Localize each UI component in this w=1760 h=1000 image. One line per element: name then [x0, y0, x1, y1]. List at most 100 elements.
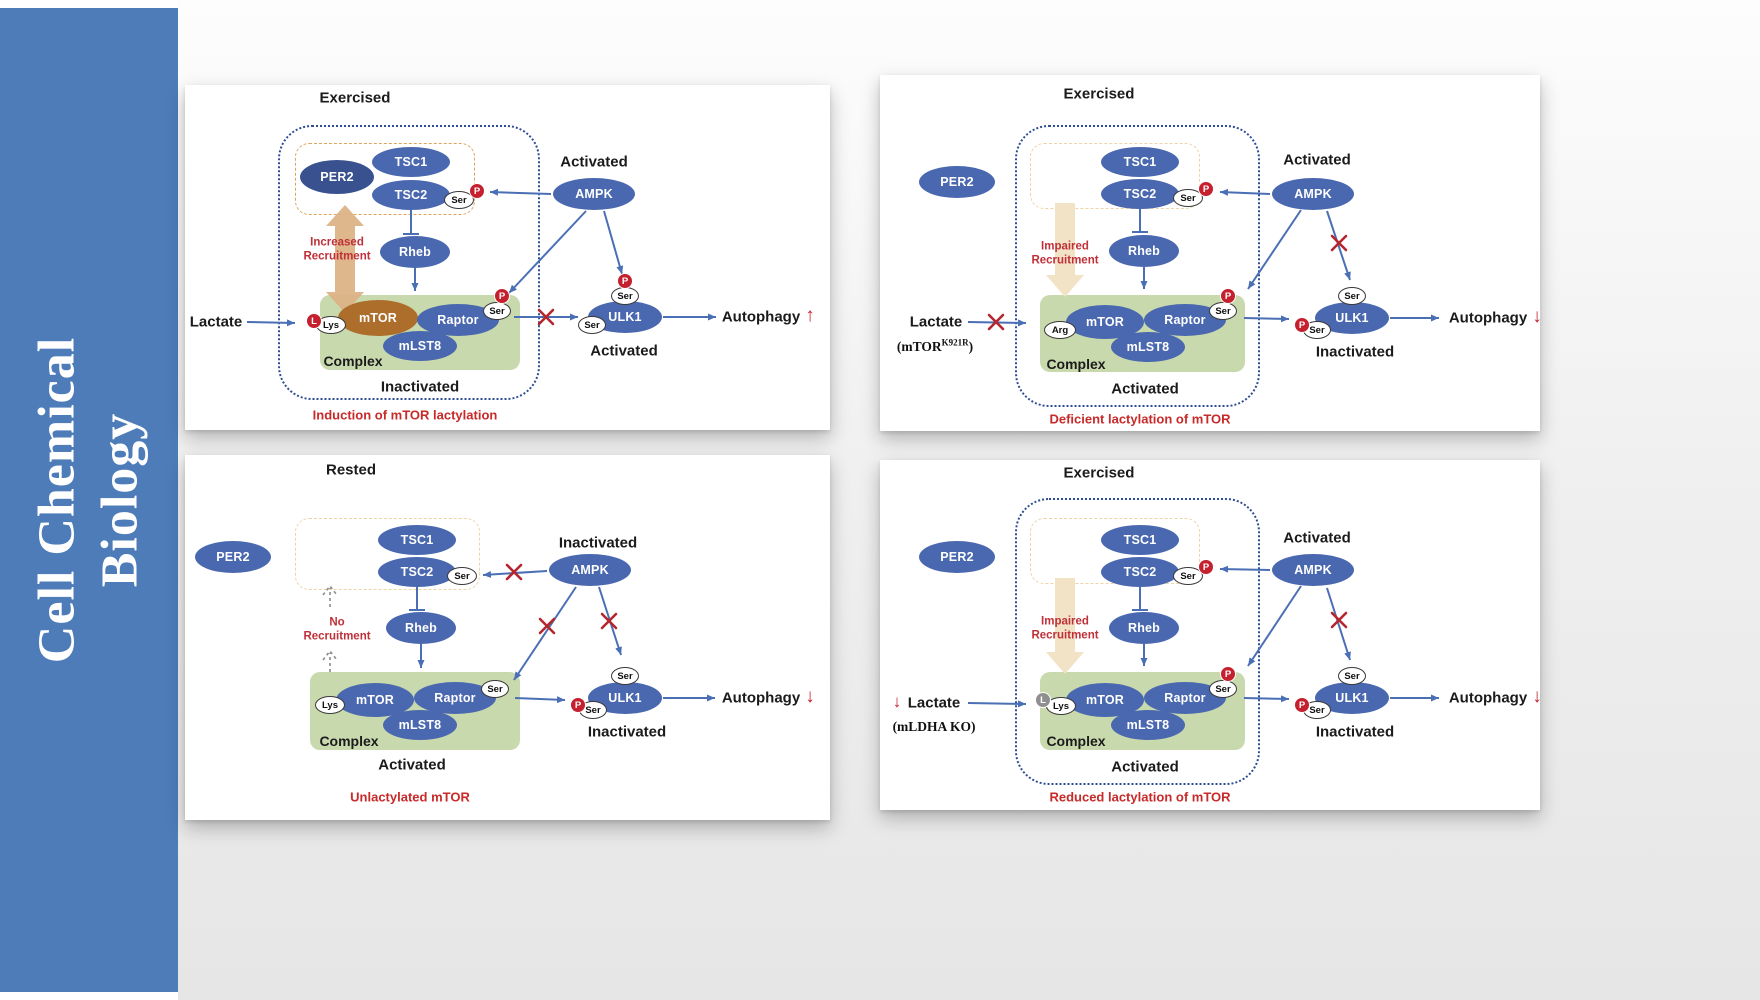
arrow-ampk-to-raptor	[508, 210, 587, 294]
node-mlst8: mLST8	[1111, 710, 1185, 740]
node-mlst8: mLST8	[383, 331, 457, 361]
arrow-ampk-to-tsc2	[489, 188, 552, 196]
panel-title: Rested	[325, 461, 377, 479]
recruitment-label: Impaired Recruitment	[1031, 240, 1098, 269]
autophagy-label: Autophagy	[1448, 309, 1528, 327]
tag-arg-mtor: Arg	[1044, 321, 1076, 339]
autophagy-label: Autophagy	[1448, 689, 1528, 707]
ampk-state-label: Activated	[560, 153, 628, 171]
arrow-ampk-to-tsc2	[1219, 565, 1271, 573]
phospho-p-ulk1: P	[570, 697, 586, 713]
recruitment-arrow	[326, 205, 364, 313]
phospho-p-tsc2: P	[1198, 181, 1214, 197]
complex-label: Complex	[1046, 733, 1106, 749]
node-rheb: Rheb	[1109, 235, 1179, 267]
arrow-ampk-to-tsc2	[1219, 188, 1271, 196]
no-recruitment-arrow-top	[322, 584, 338, 607]
tag-ser-ulk1-top: Ser	[1338, 667, 1366, 685]
recruitment-label: Increased Recruitment	[303, 236, 370, 265]
arrow-ampk-to-raptor	[1247, 209, 1302, 290]
pathway-boundary-box	[1015, 498, 1260, 785]
journal-sidebar: Cell Chemical Biology	[0, 8, 178, 992]
autophagy-label: Autophagy	[721, 308, 801, 326]
phospho-p-raptor: P	[1220, 666, 1236, 682]
mldha-ko-label: (mLDHA KO)	[892, 719, 976, 734]
blocked-x-icon-ampk-ulk1	[1330, 611, 1348, 629]
recruitment-label: Impaired Recruitment	[1031, 615, 1098, 644]
arrow-ampk-to-raptor	[1247, 585, 1302, 667]
phospho-p-ulk1: P	[1294, 697, 1310, 713]
panel-caption: Reduced lactylation of mTOR	[1049, 789, 1231, 805]
node-tsc2: TSC2	[1101, 179, 1179, 209]
blocked-x-icon-lactate	[987, 313, 1005, 331]
tag-ser-raptor: Ser	[1209, 680, 1237, 698]
recruitment-line2: Recruitment	[1031, 255, 1099, 267]
ampk-state-label: Activated	[1283, 529, 1351, 547]
node-tsc1: TSC1	[378, 525, 456, 555]
node-ulk1: ULK1	[1315, 302, 1389, 334]
blocked-x-icon	[537, 308, 555, 326]
phospho-p-tsc2: P	[469, 183, 485, 199]
node-rheb: Rheb	[386, 612, 456, 644]
tag-ser-ulk1-top: Ser	[611, 667, 639, 685]
connector-layer	[246, 188, 716, 327]
journal-title: Cell Chemical Biology	[26, 20, 153, 980]
node-per2: PER2	[300, 160, 374, 194]
tag-lys-mtor: Lys	[1046, 697, 1076, 715]
recruitment-line1: Impaired	[1041, 240, 1089, 253]
node-raptor: Raptor	[1144, 304, 1226, 336]
blocked-x-icon-ampk-tsc2	[505, 563, 523, 581]
complex-label: Complex	[323, 353, 383, 369]
complex-state-label: Activated	[1111, 758, 1179, 776]
complex-state-label: Activated	[378, 756, 446, 774]
arrow-ampk-to-raptor	[513, 586, 577, 681]
node-tsc2: TSC2	[378, 557, 456, 587]
panel-rested: Rested PER2 TSC1 TSC2 Ser Inactivated AM…	[185, 455, 830, 820]
recruitment-line1: Increased	[310, 236, 364, 249]
phospho-p-raptor: P	[494, 288, 510, 304]
arrow-lactate-to-lys	[246, 319, 296, 327]
ulk1-state-label: Activated	[590, 342, 658, 360]
node-per2: PER2	[195, 541, 271, 573]
node-mlst8: mLST8	[383, 710, 457, 740]
variant-pre: (mTOR	[896, 338, 942, 354]
arrow-ampk-to-ulk1	[1326, 587, 1351, 661]
autophagy-direction-arrow: ↓	[1532, 686, 1542, 707]
recruitment-line1: No	[329, 616, 345, 629]
variant-post: )	[968, 338, 974, 354]
panel-caption: Induction of mTOR lactylation	[312, 407, 498, 423]
tag-ser-tsc2: Ser	[447, 567, 477, 585]
blocked-x-icon-ampk-ulk1	[600, 612, 618, 630]
connector-layer	[967, 565, 1439, 708]
phospho-p-ulk1: P	[617, 273, 633, 289]
blocked-x-icon-ampk-raptor	[538, 617, 556, 635]
node-ampk: AMPK	[1272, 178, 1354, 210]
recruitment-line2: Recruitment	[1031, 630, 1099, 642]
complex-state-label: Inactivated	[380, 378, 460, 396]
arrow-complex-to-ulk1	[1243, 315, 1290, 323]
node-tsc1: TSC1	[1101, 147, 1179, 177]
tag-ser-ulk1-top: Ser	[1338, 287, 1366, 305]
lactate-label: Lactate	[907, 694, 961, 712]
panel-title: Exercised	[1063, 85, 1135, 103]
autophagy-direction-arrow: ↓	[805, 686, 815, 707]
tag-ser-raptor: Ser	[481, 680, 509, 698]
tag-ser-ulk1-top: Ser	[611, 287, 639, 305]
inhibition-tbar-tsc2-rheb	[1132, 587, 1148, 611]
node-tsc1: TSC1	[372, 147, 450, 177]
panel-title: Exercised	[1063, 464, 1135, 482]
ulk1-state-label: Inactivated	[1315, 723, 1395, 741]
lactate-label: Lactate	[189, 313, 243, 331]
phospho-p-ulk1: P	[1294, 317, 1310, 333]
lactyl-l-mark-reduced: L	[1035, 692, 1051, 708]
tag-ser-ulk1-left: Ser	[578, 316, 606, 334]
node-mtor: mTOR	[338, 300, 418, 336]
arrow-ampk-to-ulk1	[603, 210, 624, 275]
tag-ser-raptor: Ser	[483, 302, 511, 320]
node-ulk1: ULK1	[588, 682, 662, 714]
complex-label: Complex	[319, 733, 379, 749]
autophagy-label: Autophagy	[721, 689, 801, 707]
node-ampk: AMPK	[549, 554, 631, 586]
phospho-p-raptor: P	[1220, 288, 1236, 304]
mtor-k921r-label: (mTORK921R)	[897, 337, 973, 355]
